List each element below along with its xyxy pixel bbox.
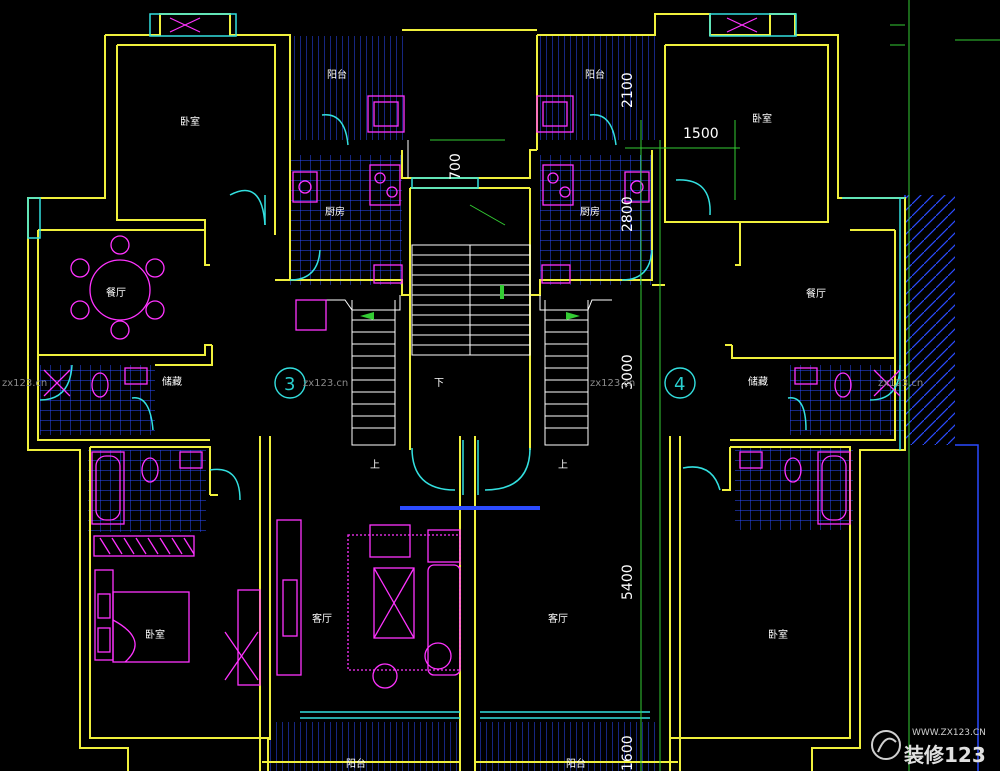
bath-br-floor <box>735 448 853 530</box>
stair-label-down: 下 <box>434 378 444 389</box>
watermark-text: zx123.cn <box>303 378 348 389</box>
room-label: 厨房 <box>325 205 345 218</box>
dimension-text: 700 <box>448 153 464 180</box>
room-label: 客厅 <box>312 612 332 625</box>
room-label: 阳台 <box>346 757 366 770</box>
unit-number-left: 3 <box>284 374 295 395</box>
room-label: 储藏 <box>748 375 768 388</box>
room-label: 卧室 <box>145 628 165 641</box>
dimension-text: 5400 <box>620 564 636 600</box>
exterior-hatch <box>905 195 955 445</box>
exterior-outline <box>955 444 979 771</box>
logo-icon <box>871 730 901 760</box>
walls <box>27 13 906 771</box>
kitchen-tr-floor <box>540 155 652 285</box>
unit-marker-left <box>274 367 306 399</box>
room-label: 阳台 <box>566 757 586 770</box>
balcony-tl-floor <box>290 36 408 140</box>
kitchen-tl-floor <box>290 155 402 285</box>
room-label: 阳台 <box>327 68 347 81</box>
dimension-text: 2100 <box>620 72 636 108</box>
dimension-text: 2800 <box>620 196 636 232</box>
watermark-text: zx123.cn <box>2 378 47 389</box>
stair-label-up: 上 <box>370 459 380 471</box>
room-label: 卧室 <box>752 112 772 125</box>
unit-number-right: 4 <box>674 374 685 395</box>
room-label: 客厅 <box>548 612 568 625</box>
bath-l-floor <box>40 365 155 435</box>
watermark-text: zx123.cn <box>590 378 635 389</box>
room-label: 餐厅 <box>106 286 126 299</box>
watermark-text: zx123.cn <box>878 378 923 389</box>
unit-marker-right <box>664 367 696 399</box>
window-crosses <box>169 17 758 33</box>
site-logo: WWW.ZX123.CN 装修123 <box>871 728 986 767</box>
dimension-text: 1500 <box>683 126 719 142</box>
bath-r-floor <box>790 365 905 435</box>
logo-name: 装修123 <box>903 743 986 767</box>
fixtures <box>43 95 901 689</box>
dimension-text: 3000 <box>620 354 636 390</box>
dimension-text: 1600 <box>620 735 636 771</box>
room-label: 卧室 <box>768 628 788 641</box>
room-label: 阳台 <box>585 68 605 81</box>
stair-label-up: 上 <box>558 459 568 471</box>
room-label: 储藏 <box>162 375 182 388</box>
room-label: 厨房 <box>580 205 600 218</box>
dimension-lines <box>430 120 740 771</box>
room-label: 餐厅 <box>806 287 826 300</box>
stairs <box>325 140 612 446</box>
doors-windows <box>27 13 905 719</box>
logo-url: WWW.ZX123.CN <box>912 728 986 738</box>
stair-arrows <box>360 285 580 320</box>
bath-bl-floor <box>88 450 206 532</box>
balcony-tr-floor <box>537 36 655 140</box>
room-label: 卧室 <box>180 115 200 128</box>
